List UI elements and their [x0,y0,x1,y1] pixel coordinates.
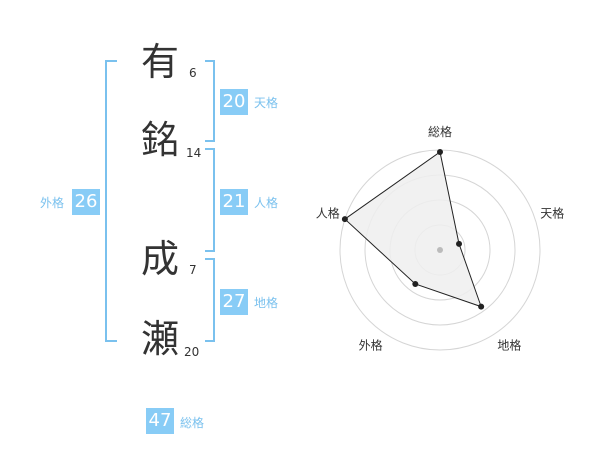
stroke-count-2: 14 [186,146,202,160]
radar-point [456,240,463,247]
radar-point [478,303,485,310]
radar-axis-label: 地格 [497,337,521,352]
tenkaku-label: 天格 [254,96,279,110]
jinkaku-value: 21 [220,189,248,215]
soukaku-label: 総格 [180,416,205,430]
tenkaku-value: 20 [220,89,248,115]
chikaku-value: 27 [220,289,248,315]
radar-axis-label: 外格 [359,337,383,352]
radar-point [437,149,443,155]
radar-series-area [344,151,482,308]
jinkaku-label: 人格 [254,196,279,210]
radar-point [341,216,348,223]
chikaku-label: 地格 [254,296,279,310]
name-char-4: 瀬 [141,317,180,361]
name-char-2: 銘 [141,118,180,162]
soukaku-value: 47 [146,408,174,434]
gaikaku-label: 外格 [40,196,65,210]
radar-axis-label: 天格 [540,206,564,221]
gaikaku-value: 26 [72,189,100,215]
stroke-count-4: 20 [184,345,200,359]
chikaku-bracket [205,258,215,342]
gaikaku-bracket [105,60,117,342]
radar-axis-label: 総格 [428,124,452,139]
radar-center-dot [437,247,443,253]
tenkaku-bracket [205,60,215,142]
radar-axis-label: 人格 [316,206,340,221]
stroke-count-3: 7 [189,263,197,277]
name-char-1: 有 [141,40,180,84]
name-char-3: 成 [141,237,180,281]
jinkaku-bracket [205,148,215,252]
radar-point [412,280,419,287]
stroke-count-1: 6 [189,66,197,80]
